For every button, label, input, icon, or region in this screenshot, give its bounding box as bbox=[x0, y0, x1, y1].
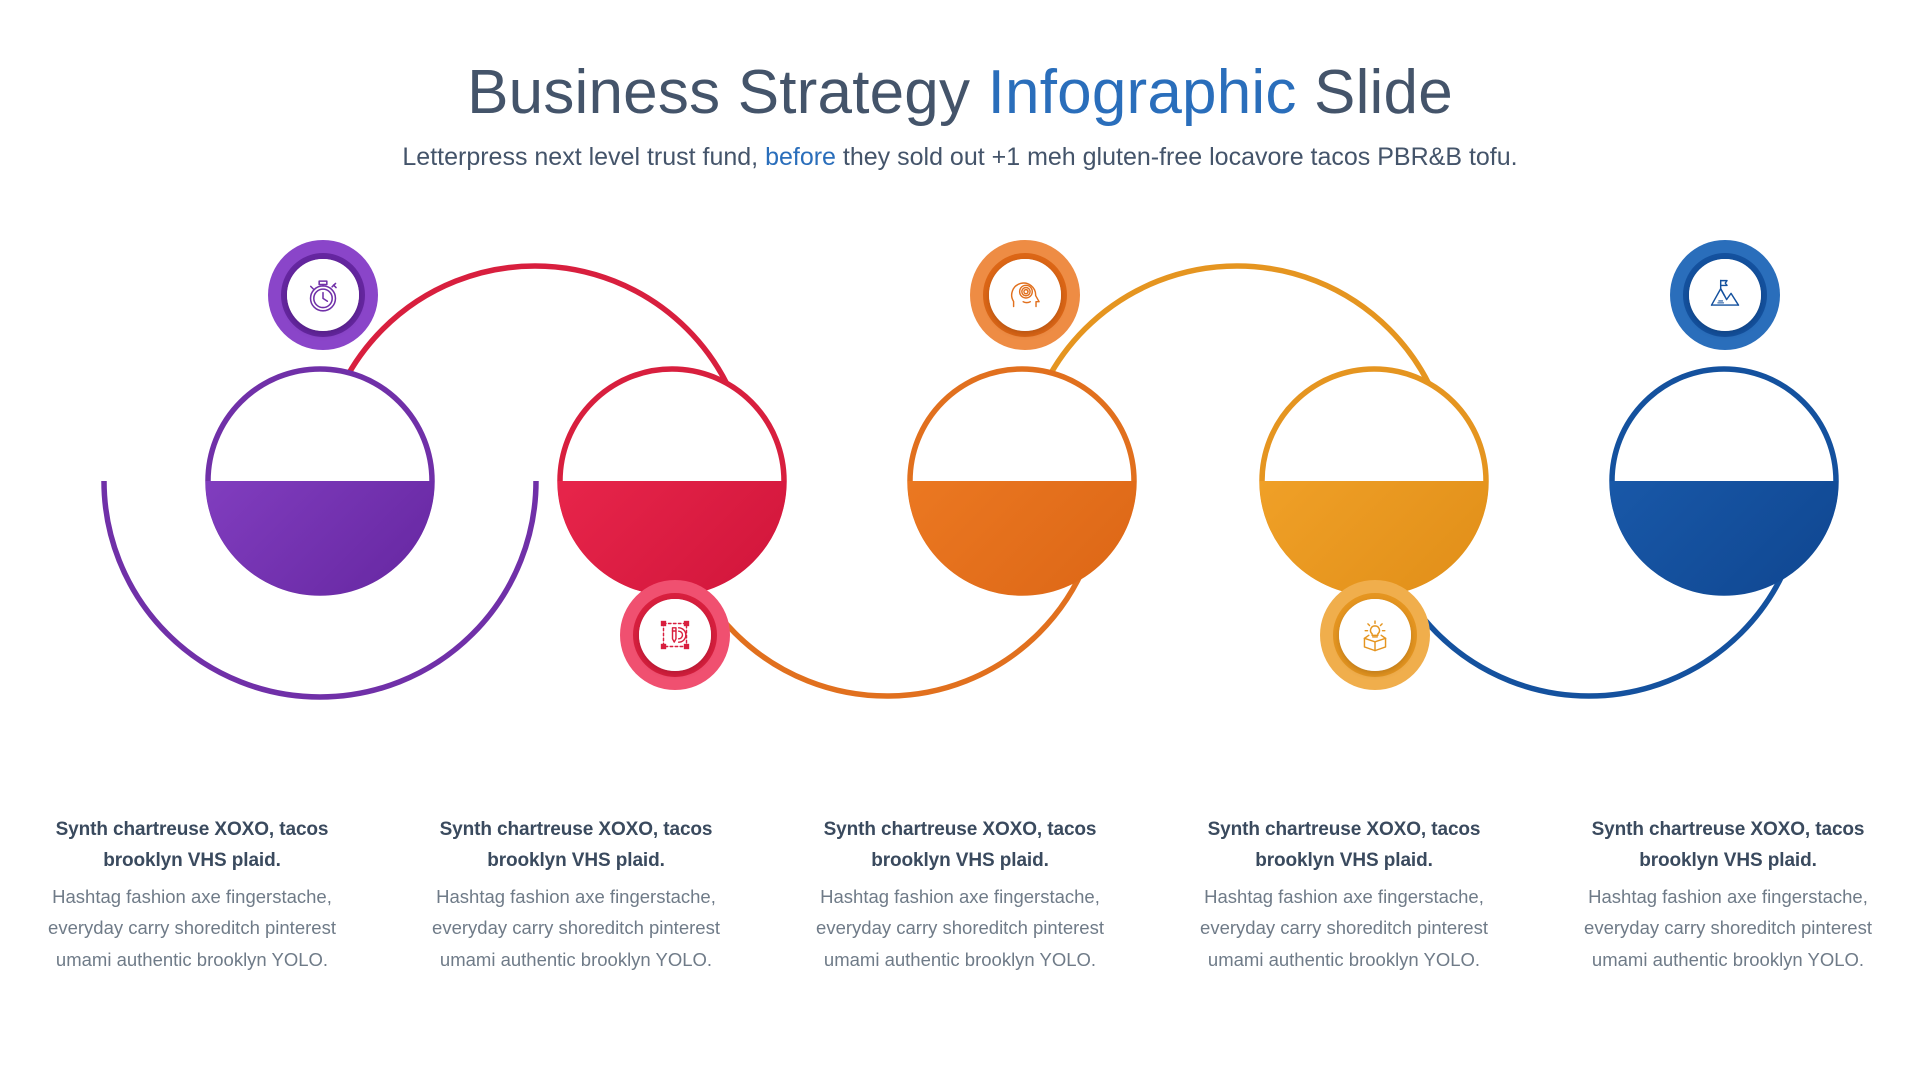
caption-title: Synth chartreuse XOXO, tacos brooklyn VH… bbox=[1207, 819, 1481, 871]
mind-head-icon bbox=[1002, 272, 1048, 318]
title-text-leading: Business Strategy bbox=[467, 58, 988, 127]
caption-block-2: Synth chartreuse XOXO, tacos brooklyn VH… bbox=[384, 815, 768, 1025]
stopwatch-icon bbox=[300, 272, 346, 318]
caption-block-1: Synth chartreuse XOXO, tacos brooklyn VH… bbox=[0, 815, 384, 1025]
step-badge-4[interactable] bbox=[1320, 580, 1430, 690]
arc-left-tail bbox=[101, 480, 539, 700]
caption-block-3: Synth chartreuse XOXO, tacos brooklyn VH… bbox=[768, 815, 1152, 1025]
mountain-flag-goal-icon bbox=[1702, 272, 1748, 318]
slide-header: Business Strategy Infographic Slide Lett… bbox=[0, 58, 1920, 174]
title-text-trailing: Slide bbox=[1296, 58, 1453, 127]
idea-box-lightbulb-icon bbox=[1352, 612, 1398, 658]
caption-row: Synth chartreuse XOXO, tacos brooklyn VH… bbox=[0, 815, 1920, 1025]
step-badge-2[interactable] bbox=[620, 580, 730, 690]
subtitle-text-leading: Letterpress next level trust fund, bbox=[402, 143, 766, 172]
caption-block-4: Synth chartreuse XOXO, tacos brooklyn VH… bbox=[1152, 815, 1536, 1025]
page-title: Business Strategy Infographic Slide bbox=[0, 58, 1920, 127]
caption-block-5: Synth chartreuse XOXO, tacos brooklyn VH… bbox=[1536, 815, 1920, 1025]
page-subtitle: Letterpress next level trust fund, befor… bbox=[0, 141, 1920, 174]
design-pencil-icon bbox=[652, 612, 698, 658]
step-circle-1[interactable] bbox=[205, 366, 435, 596]
subtitle-text-trailing: they sold out +1 meh gluten-free locavor… bbox=[835, 143, 1518, 172]
step-circle-4[interactable] bbox=[1259, 366, 1489, 596]
caption-body: Hashtag fashion axe fingerstache, everyd… bbox=[432, 885, 720, 971]
title-text-accent: Infographic bbox=[987, 58, 1297, 127]
caption-title: Synth chartreuse XOXO, tacos brooklyn VH… bbox=[1591, 819, 1865, 871]
step-circle-2[interactable] bbox=[557, 366, 787, 596]
subtitle-text-accent: before bbox=[765, 143, 836, 172]
caption-title: Synth chartreuse XOXO, tacos brooklyn VH… bbox=[55, 819, 329, 871]
step-badge-5[interactable] bbox=[1670, 240, 1780, 350]
caption-body: Hashtag fashion axe fingerstache, everyd… bbox=[1200, 885, 1488, 971]
wave-diagram-svg bbox=[101, 263, 1839, 700]
wave-diagram bbox=[0, 240, 1920, 815]
step-circle-3[interactable] bbox=[907, 366, 1137, 596]
caption-body: Hashtag fashion axe fingerstache, everyd… bbox=[1584, 885, 1872, 971]
badge-inner-disc bbox=[1689, 259, 1761, 331]
caption-body: Hashtag fashion axe fingerstache, everyd… bbox=[48, 885, 336, 971]
step-circle-5[interactable] bbox=[1609, 366, 1839, 596]
caption-title: Synth chartreuse XOXO, tacos brooklyn VH… bbox=[439, 819, 713, 871]
step-badge-3[interactable] bbox=[970, 240, 1080, 350]
caption-title: Synth chartreuse XOXO, tacos brooklyn VH… bbox=[823, 819, 1097, 871]
caption-body: Hashtag fashion axe fingerstache, everyd… bbox=[816, 885, 1104, 971]
badge-inner-disc bbox=[639, 599, 711, 671]
step-badge-1[interactable] bbox=[268, 240, 378, 350]
